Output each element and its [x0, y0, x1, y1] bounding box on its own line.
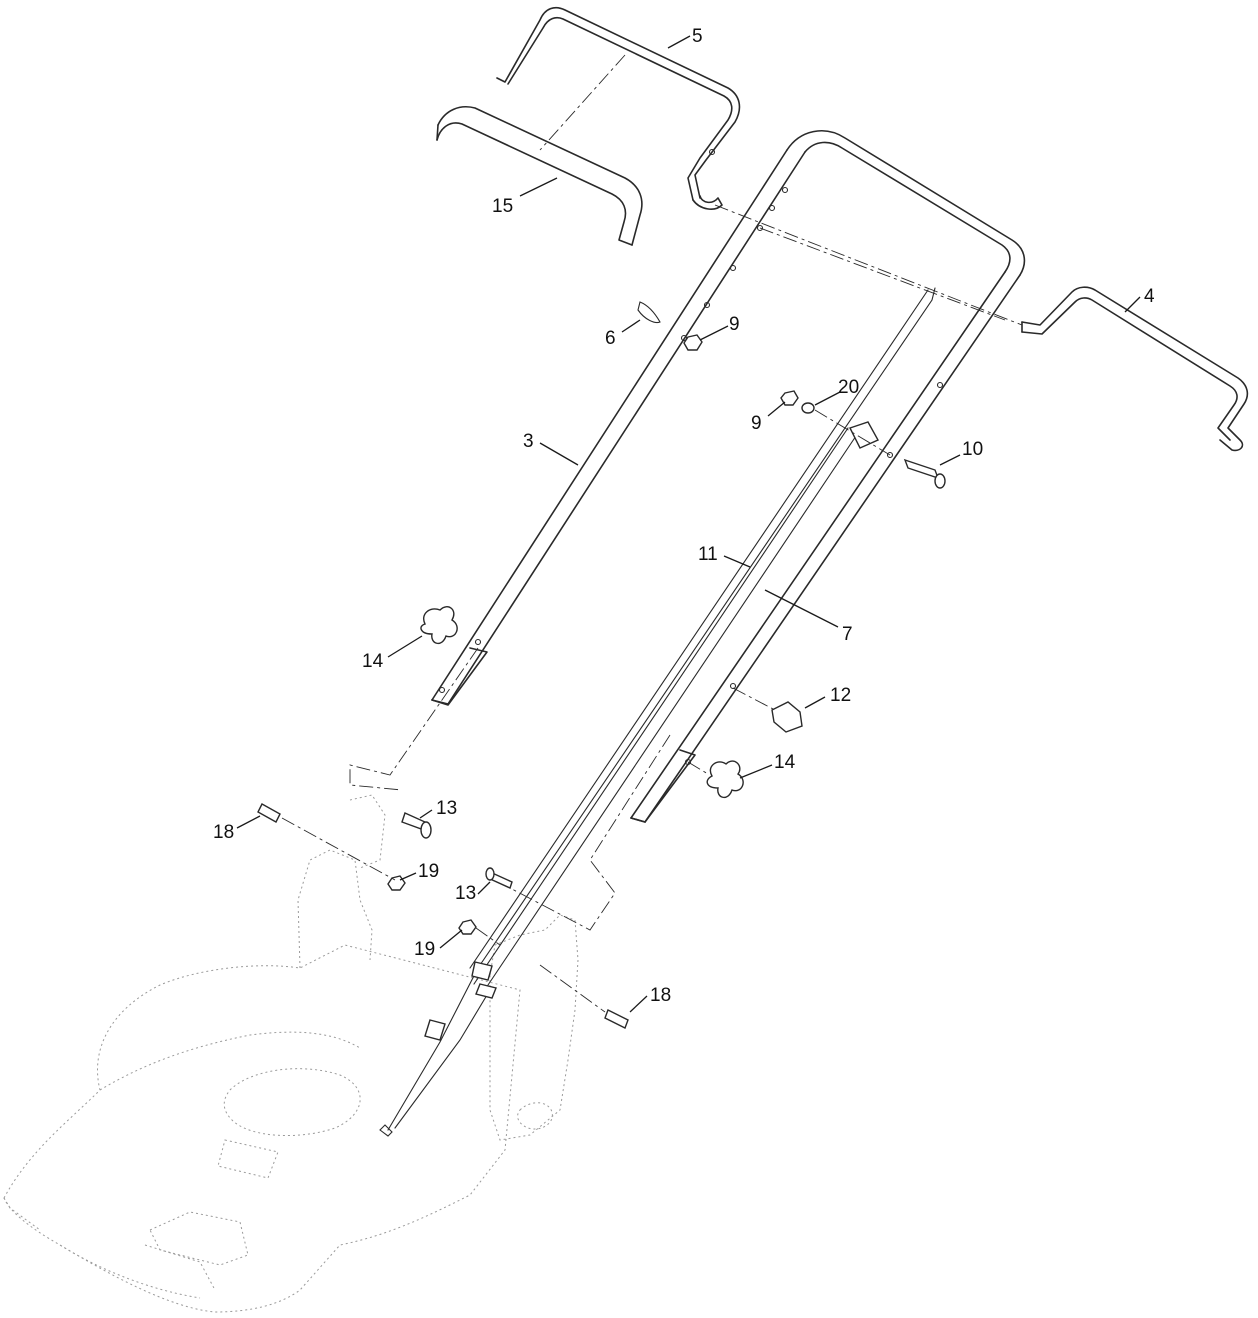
bolt-head-icon: [420, 821, 432, 839]
handle-frame: [431, 130, 1026, 823]
hairpin-clip-icon: [637, 301, 661, 324]
bail-upper: [496, 6, 741, 210]
cable-guide-icon: [771, 701, 803, 733]
callout-11: 11: [698, 544, 718, 565]
callout-15: 15: [492, 196, 513, 217]
assembly-lines: [281, 54, 1023, 1013]
callout-labels: 5 15 4 6 9 9 20 3 10 11 7 14 12 14 13 18…: [213, 26, 1155, 1006]
callout-7: 7: [842, 624, 853, 645]
washer-icon: [801, 402, 815, 414]
callout-18-left: 18: [213, 822, 234, 843]
nut-icon: [387, 875, 406, 891]
callout-3: 3: [523, 431, 534, 452]
callout-20: 20: [838, 377, 859, 398]
bolt-icon: [903, 458, 940, 480]
callout-9-upper: 9: [729, 314, 740, 335]
callout-19-upper: 19: [418, 861, 439, 882]
callout-leaders: [236, 35, 1141, 1013]
control-cables: [379, 287, 936, 1137]
callout-10: 10: [962, 439, 983, 460]
bail-lower: [1021, 286, 1249, 452]
callout-6: 6: [605, 328, 616, 349]
callout-9-right: 9: [751, 413, 762, 434]
bolt-head-icon: [485, 867, 495, 881]
hardware: [257, 301, 946, 1029]
callout-14-lower: 14: [774, 752, 796, 773]
nut-icon: [780, 390, 799, 406]
callout-12: 12: [830, 685, 851, 706]
pin-icon: [257, 803, 281, 823]
callout-19-lower: 19: [414, 939, 435, 960]
knob-icon: [706, 760, 744, 798]
nut-icon: [458, 919, 477, 935]
callout-13-lower: 13: [455, 883, 476, 904]
pin-icon: [604, 1009, 629, 1029]
bolt-head-icon: [934, 473, 946, 489]
grip-foam: [436, 106, 643, 246]
mower-deck: [3, 794, 579, 1313]
cable-bracket: [849, 421, 879, 449]
nut-icon: [683, 334, 703, 351]
callout-13-upper: 13: [436, 798, 457, 819]
callout-14-upper: 14: [362, 651, 384, 672]
callout-5: 5: [692, 26, 703, 47]
callout-18-right: 18: [650, 985, 671, 1006]
callout-4: 4: [1144, 286, 1155, 307]
knob-icon: [420, 606, 458, 644]
